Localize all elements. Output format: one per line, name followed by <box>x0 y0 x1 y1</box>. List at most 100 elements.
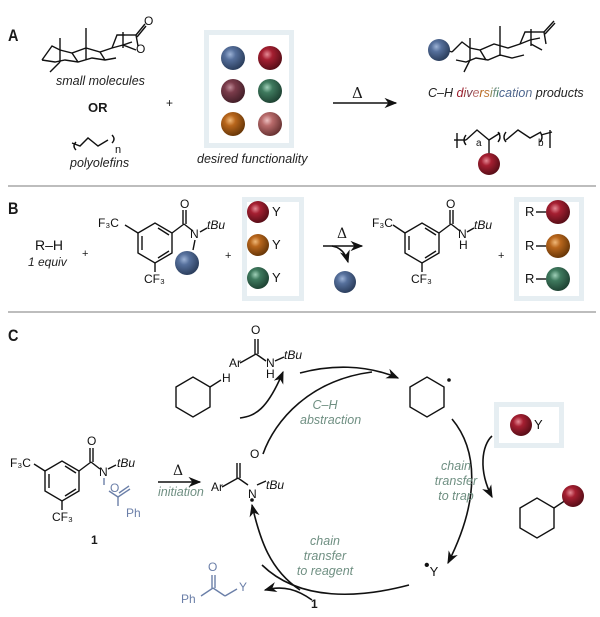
cyclohexyl-radical-structure <box>409 376 451 418</box>
lactone-carbonyl-o: O <box>144 14 154 28</box>
trap-reagent-y: Y <box>534 417 543 432</box>
amide-h: H <box>266 367 275 381</box>
product-tbu: tBu <box>474 218 493 232</box>
copolymer-subscript-a: a <box>476 138 482 149</box>
sphere-pink <box>258 112 282 136</box>
amide-ar: Ar <box>229 356 241 370</box>
product-r-2: R <box>525 238 535 253</box>
ketone-o: O <box>208 560 218 574</box>
diversification-letter: n <box>525 86 533 100</box>
trap-y-2: Y <box>272 237 281 252</box>
diversification-letter: i <box>489 86 493 100</box>
c-cf3-bottom: CF₃ <box>52 510 73 524</box>
desired-functionality-caption: desired functionality <box>197 152 308 166</box>
diversification-letter: o <box>518 86 526 100</box>
diversification-letter: c <box>498 86 506 100</box>
rh-substrate: R–H <box>35 237 64 253</box>
trap-label-line-3: to trap <box>438 489 474 503</box>
trap-reagent-sphere <box>510 414 532 436</box>
c-ph: Ph <box>126 506 141 520</box>
heat-symbol-c: Δ <box>173 463 184 479</box>
reagent-cf3-top: F₃C <box>98 216 119 230</box>
trap-label-line-1: chain <box>441 459 471 473</box>
polymer-subscript-n: n <box>115 144 122 156</box>
product-aryl-ring <box>392 210 475 272</box>
diversification-caption: C–H diversification products <box>428 86 584 100</box>
cyclohexane-h: H <box>222 371 231 385</box>
reagent-n: N <box>190 227 199 241</box>
cycle-arc-bottom <box>261 564 410 595</box>
sphere-red <box>258 46 282 70</box>
lactone-ring-o: O <box>136 42 146 56</box>
copolymer-subscript-b: b <box>538 138 544 149</box>
plus-a: + <box>166 96 174 110</box>
ketone-release-arrow <box>263 582 313 601</box>
compound-number-1: 1 <box>91 533 98 547</box>
c-tbu: tBu <box>117 456 136 470</box>
polyolefins-caption: polyolefins <box>70 156 130 170</box>
plus-b2: + <box>225 250 232 262</box>
leaving-blue-sphere <box>334 271 356 293</box>
reagent-cf3-bottom: CF₃ <box>144 272 165 286</box>
reagent-label-line-1: chain <box>310 534 340 548</box>
reagent-blue-sphere <box>175 251 199 275</box>
equiv-label: 1 equiv <box>28 255 67 269</box>
polyolefin-structure <box>71 134 115 151</box>
diversification-letter: s <box>483 86 490 100</box>
product-sphere-green-2 <box>546 267 570 291</box>
y-radical-label: Y <box>429 564 439 579</box>
panel-label-a: A <box>8 26 19 45</box>
h-transfer-arrow <box>239 370 284 419</box>
or-label: OR <box>88 100 108 115</box>
radical-tbu: tBu <box>266 478 285 492</box>
diversification-letter: a <box>505 86 513 100</box>
ch-abstraction-arrow <box>299 366 400 379</box>
sphere-green <box>258 79 282 103</box>
diversification-letter: i <box>463 86 467 100</box>
reagent-carbonyl-o: O <box>180 197 190 211</box>
panel-label-b: B <box>8 199 19 218</box>
cycle-arc-left-top <box>262 371 373 455</box>
sphere-plum <box>221 79 245 103</box>
amidyl-radical-structure <box>221 463 267 502</box>
divider-b-c <box>8 311 596 313</box>
steroid-product-structure <box>445 20 556 73</box>
diversification-letter: v <box>466 86 473 100</box>
chain-transfer-trap-arc <box>447 418 473 565</box>
diversification-letter: d <box>456 86 464 100</box>
product-cf3-bottom: CF₃ <box>411 272 432 286</box>
red-sphere-copolymer <box>478 153 500 175</box>
trap-incoming-arrow <box>482 435 493 499</box>
sphere-blue <box>221 46 245 70</box>
diversification-letter: e <box>472 86 480 100</box>
blue-sphere-product <box>428 39 450 61</box>
plus-b3: + <box>498 250 505 262</box>
leaving-group-arrow <box>331 245 350 264</box>
product-cf3-top: F₃C <box>372 216 393 230</box>
amide-n: N <box>266 356 275 370</box>
product-r-1: R <box>525 204 535 219</box>
product-r-3: R <box>525 271 535 286</box>
compound-number-1-cycle: 1 <box>311 597 318 611</box>
trap-sphere-red-2 <box>247 201 269 223</box>
trap-box-spheres <box>247 201 269 289</box>
c-carbonyl-o: O <box>87 434 97 448</box>
product-sphere-red-2 <box>546 200 570 224</box>
reagent-label-line-2: transfer <box>303 549 347 563</box>
radical-carbonyl-o: O <box>250 447 260 461</box>
panel-a-structures <box>41 20 556 175</box>
trapped-red-sphere <box>562 485 584 507</box>
radical-ar: Ar <box>211 480 223 494</box>
compound-1-structure <box>33 448 131 510</box>
reagent-label-line-3: to reagent <box>296 564 354 578</box>
amide-tbu: tBu <box>284 348 303 362</box>
functionality-spheres <box>221 46 282 136</box>
diversification-letter: t <box>512 86 516 100</box>
heat-symbol-a: Δ <box>352 84 363 102</box>
caption-suffix: products <box>532 86 584 100</box>
panel-label-c: C <box>8 326 19 345</box>
diversification-letter: r <box>479 86 484 100</box>
